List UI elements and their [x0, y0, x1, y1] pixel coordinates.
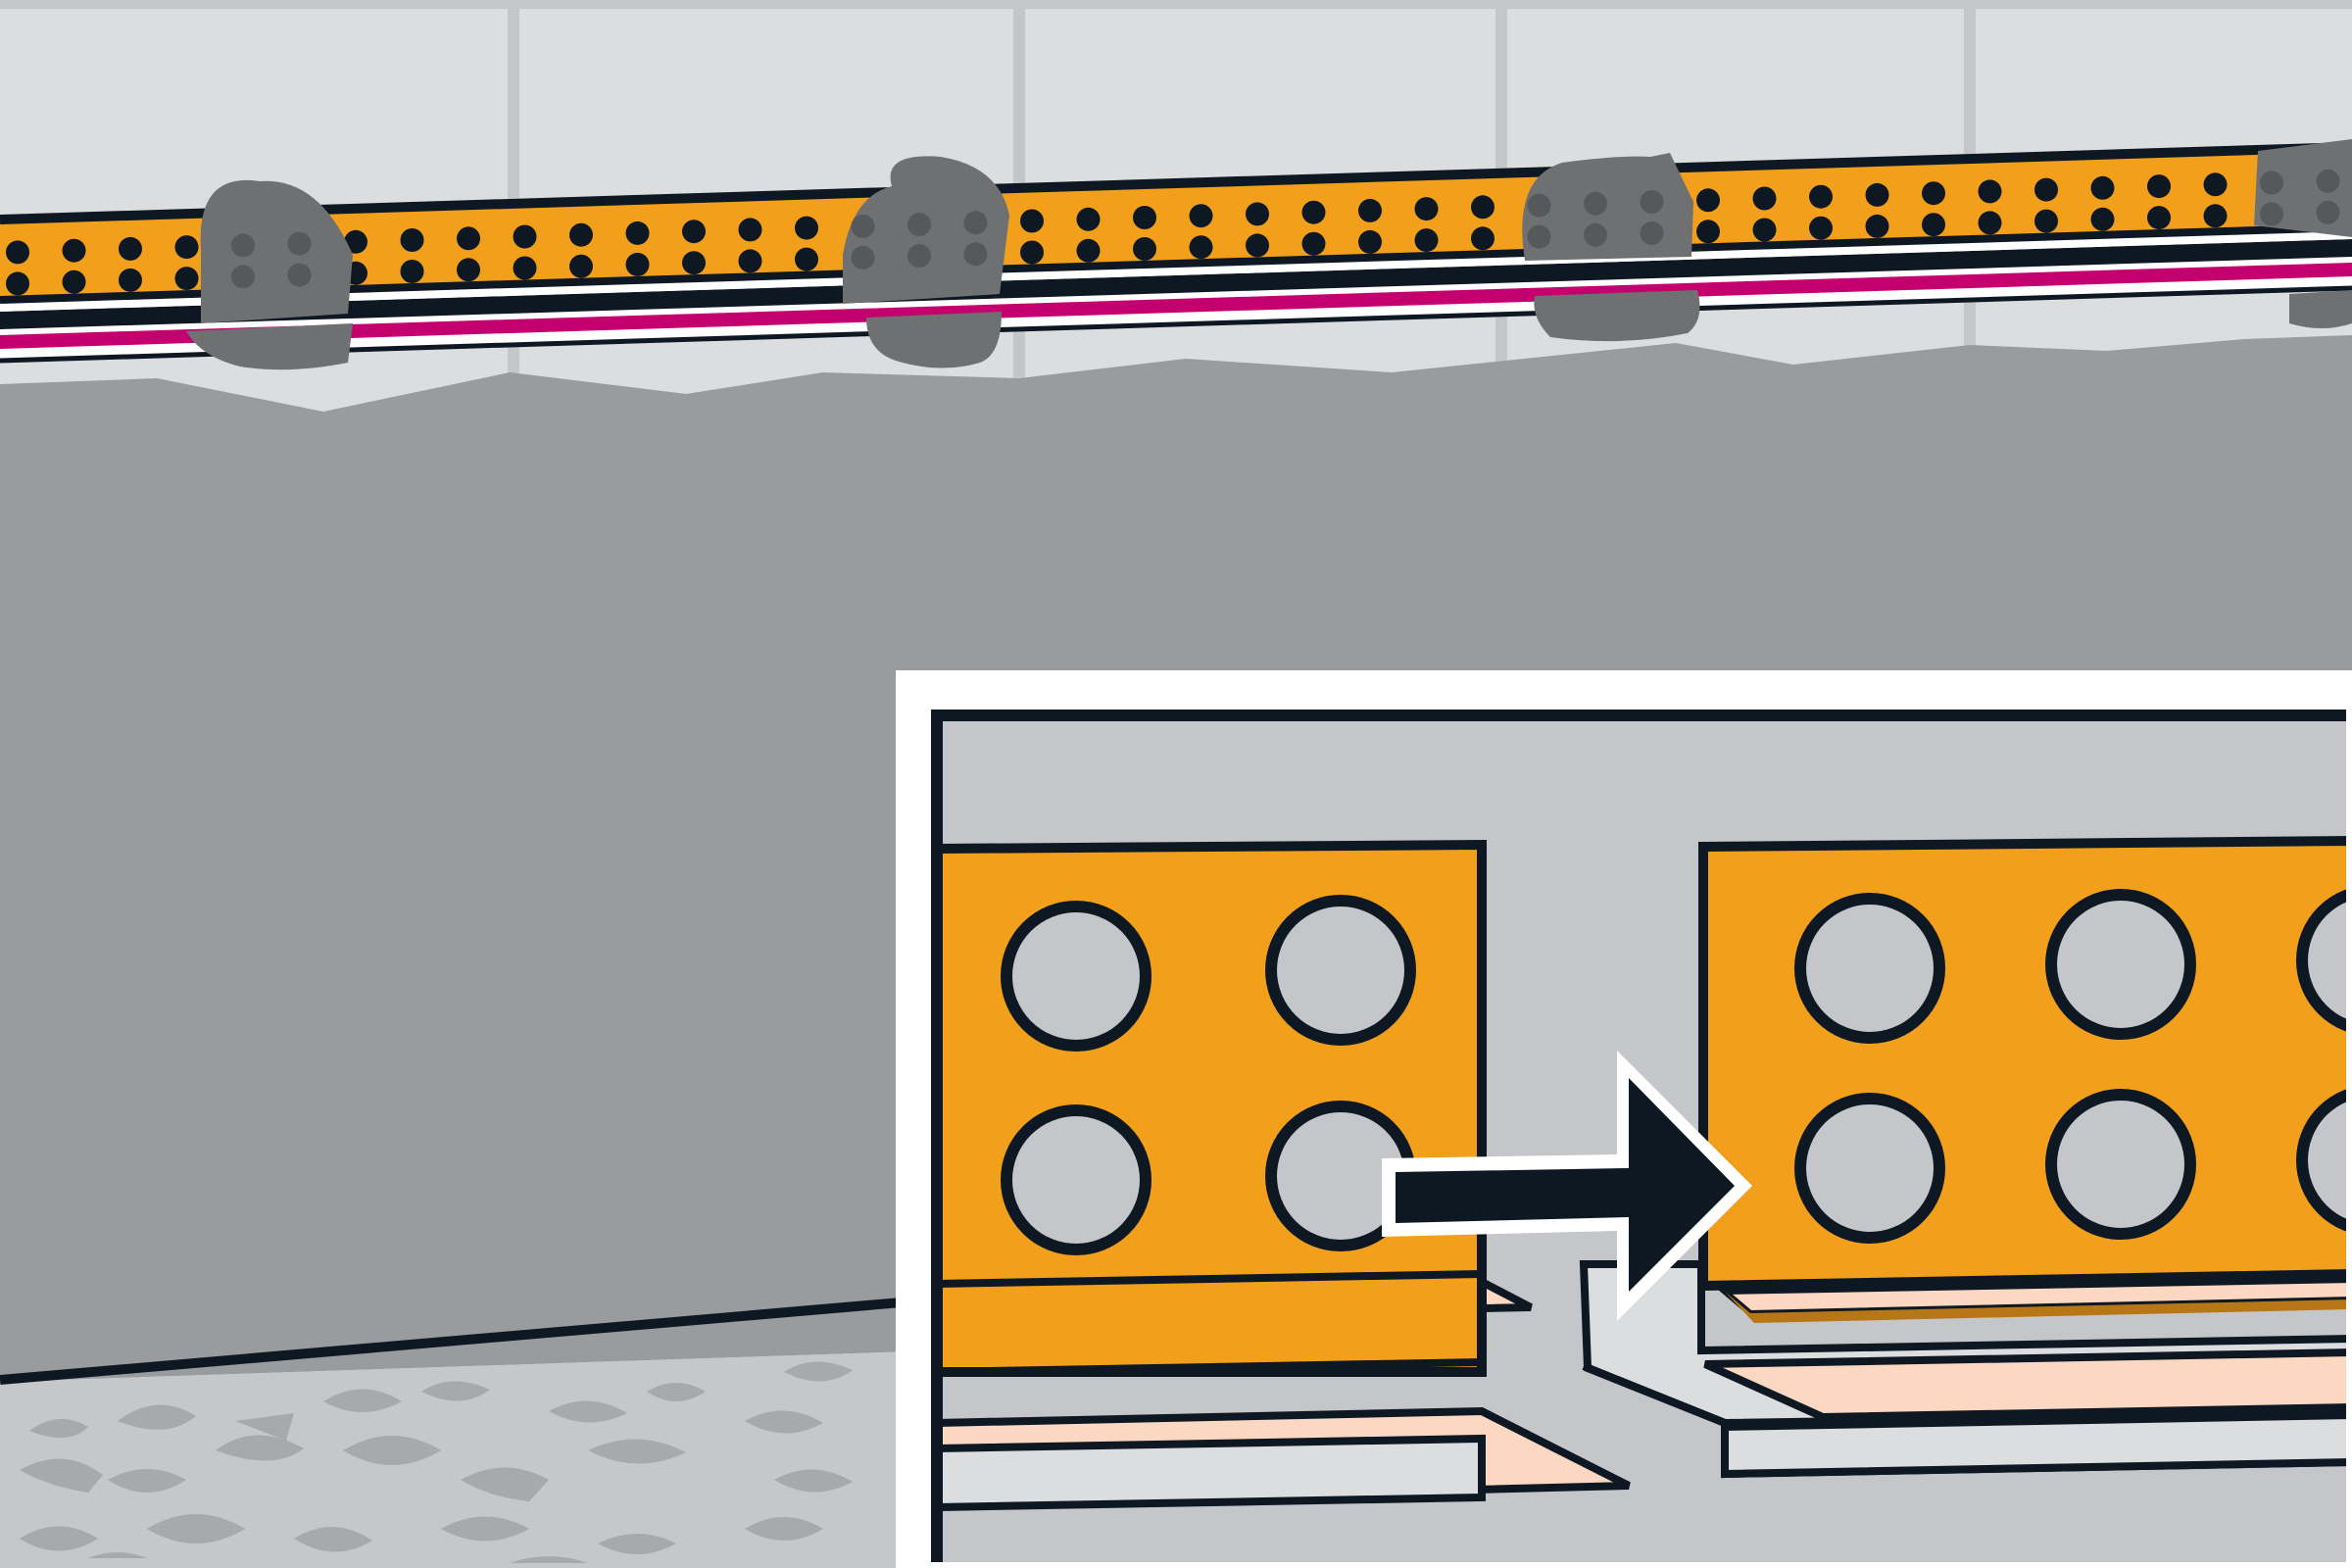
perforation-hole-bottom [2034, 209, 2058, 233]
perforation-hole-bottom [2090, 207, 2115, 231]
perforation-hole-top [907, 213, 931, 237]
perforation-hole-bottom [1301, 231, 1326, 256]
perforation-hole-bottom [1020, 240, 1044, 265]
perforation-hole-top [513, 224, 537, 249]
perforation-hole-top [119, 236, 142, 261]
perforation-hole-bottom [682, 251, 706, 275]
perforation-hole-bottom [795, 247, 818, 271]
perforation-hole-top [2147, 174, 2171, 199]
perforation-hole-bottom [625, 252, 650, 276]
perforation-hole-bottom [738, 249, 762, 273]
perforation-hole-top [1301, 200, 1326, 224]
perforation-hole-bottom [513, 256, 537, 280]
perforation-hole-top [682, 220, 706, 244]
perforation-hole-top [795, 216, 818, 240]
perforation-hole-bottom [1471, 226, 1494, 251]
perforation-hole-top [1527, 193, 1551, 218]
detail-panel-left [932, 839, 1631, 1512]
perforation-hole-bottom [1414, 228, 1439, 253]
perforation-hole-bottom [2260, 202, 2283, 226]
perforation-hole-top [344, 229, 368, 254]
perforation-hole-bottom [1978, 211, 2002, 235]
perforation-hole-bottom [1809, 216, 1833, 240]
perforation-hole-bottom [287, 263, 312, 287]
perforation-hole-top [1865, 182, 1889, 207]
perforation-hole-top [1809, 184, 1833, 209]
perforation-hole-bottom [963, 242, 988, 267]
perforation-hole-top [287, 231, 312, 256]
perforation-hole-bottom [2316, 200, 2340, 224]
perforation-hole-bottom [1189, 235, 1213, 260]
perforation-hole-top [1584, 191, 1607, 216]
perforation-hole-bottom [6, 271, 29, 296]
perforation-hole-top [569, 222, 593, 247]
detail-panel-right [1579, 835, 2352, 1479]
perforation-hole-top [851, 214, 875, 238]
perforation-hole-bottom [907, 244, 931, 269]
perforation-hole-bottom [1584, 222, 1607, 247]
perforation-hole-bottom [174, 267, 199, 291]
perforation-hole-top [1978, 179, 2002, 204]
arrow-right-icon [1382, 1051, 1752, 1321]
perforation-hole-bottom [457, 258, 480, 282]
perforation-hole-top [1246, 202, 1269, 226]
sealing-strip [0, 263, 2352, 349]
perforation-hole-bottom [62, 270, 86, 294]
perforated-profile-icon [0, 142, 2352, 364]
perforation-hole-top [625, 220, 650, 245]
perforation-hole-bottom [231, 265, 255, 289]
perforation-hole-top [1640, 190, 1664, 214]
perforation-hole-top [231, 233, 255, 258]
perforation-hole-top [1189, 204, 1213, 228]
perforation-hole-bottom [851, 245, 875, 270]
perforation-hole-bottom [119, 268, 142, 292]
perforation-hole-bottom [569, 254, 593, 278]
perforation-hole-top [62, 238, 86, 263]
perforation-hole-top [2316, 169, 2340, 193]
perforation-hole-top [1752, 186, 1777, 211]
perforation-hole-top [457, 226, 480, 251]
perforation-hole-bottom [1922, 213, 1945, 237]
perforation-hole-top [1471, 195, 1494, 220]
perforation-hole-bottom [1076, 238, 1101, 263]
perforation-hole-top [2034, 177, 2058, 202]
perforation-hole-bottom [400, 260, 424, 283]
perforation-hole-bottom [1246, 233, 1269, 258]
perforation-hole-top [1414, 197, 1439, 221]
perforation-hole-bottom [1865, 214, 1889, 238]
perforation-hole-bottom [2147, 206, 2171, 230]
perforation-hole-top [1020, 209, 1044, 233]
perforation-hole-top [1358, 198, 1382, 222]
perforation-hole-bottom [1696, 220, 1720, 244]
perforation-hole-top [2090, 175, 2115, 200]
perforation-hole-top [1133, 206, 1156, 229]
perforation-hole-top [2203, 172, 2228, 197]
perforation-hole-top [1922, 181, 1945, 206]
adhesive-blob-icon [1522, 153, 1700, 342]
perforation-hole-bottom [1358, 229, 1382, 254]
perforation-hole-top [963, 211, 988, 235]
perforation-hole-bottom [2203, 204, 2228, 228]
perforation-hole-top [174, 235, 199, 260]
magnified-detail-icon [896, 670, 2352, 1568]
perforation-hole-bottom [1640, 221, 1664, 245]
perforation-hole-bottom [1133, 237, 1156, 261]
perforation-hole-bottom [1527, 224, 1551, 249]
perforation-hole-top [6, 240, 29, 265]
perforation-hole-top [738, 218, 762, 242]
perforation-hole-top [2260, 171, 2283, 195]
perforation-hole-top [1076, 207, 1101, 231]
perforation-hole-bottom [1752, 218, 1777, 242]
perforation-hole-top [400, 228, 424, 252]
perforation-hole-top [1696, 188, 1720, 213]
